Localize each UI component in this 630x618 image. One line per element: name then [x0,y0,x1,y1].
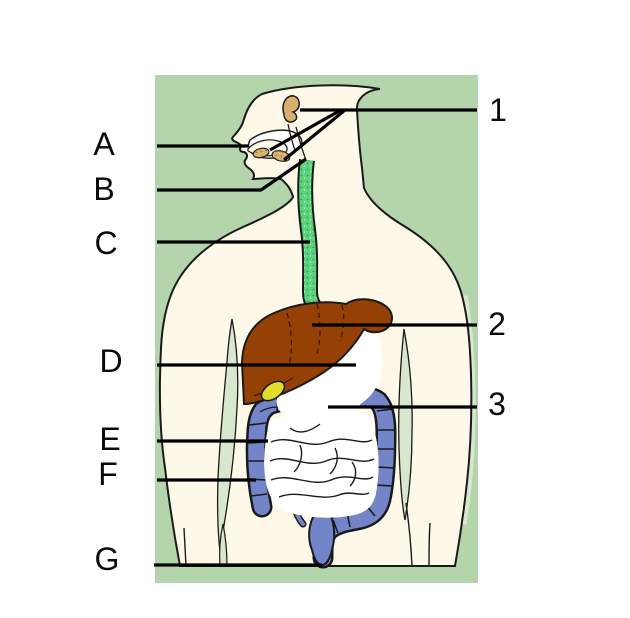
label-g: G [95,541,120,577]
right-arm-inner-line [428,522,431,567]
leader-lines [154,108,477,567]
label-1: 1 [489,92,507,128]
leader-line-1-branch-a [269,108,342,152]
sublingual-gland-shape [252,147,270,159]
liver-detail-dashes [286,303,345,366]
leader-line-1-branch-b [282,108,347,162]
label-b: B [93,171,114,207]
label-3: 3 [488,386,506,422]
intestine-coil-lines [269,423,375,498]
leader-line-b [157,157,307,192]
left-hand-line [183,527,187,567]
label-f: F [98,456,118,492]
large-intestine-shape [245,386,397,569]
label-a: A [93,126,115,162]
parotid-speckles [282,95,300,123]
gallbladder-shape [260,380,286,402]
labels: A B C D E F G 1 2 3 [93,92,507,577]
label-d: D [99,343,122,379]
label-e: E [99,421,120,457]
label-2: 2 [488,306,506,342]
right-hip-line [405,502,413,567]
label-c: C [94,225,117,261]
small-intestine-shape [268,414,375,514]
